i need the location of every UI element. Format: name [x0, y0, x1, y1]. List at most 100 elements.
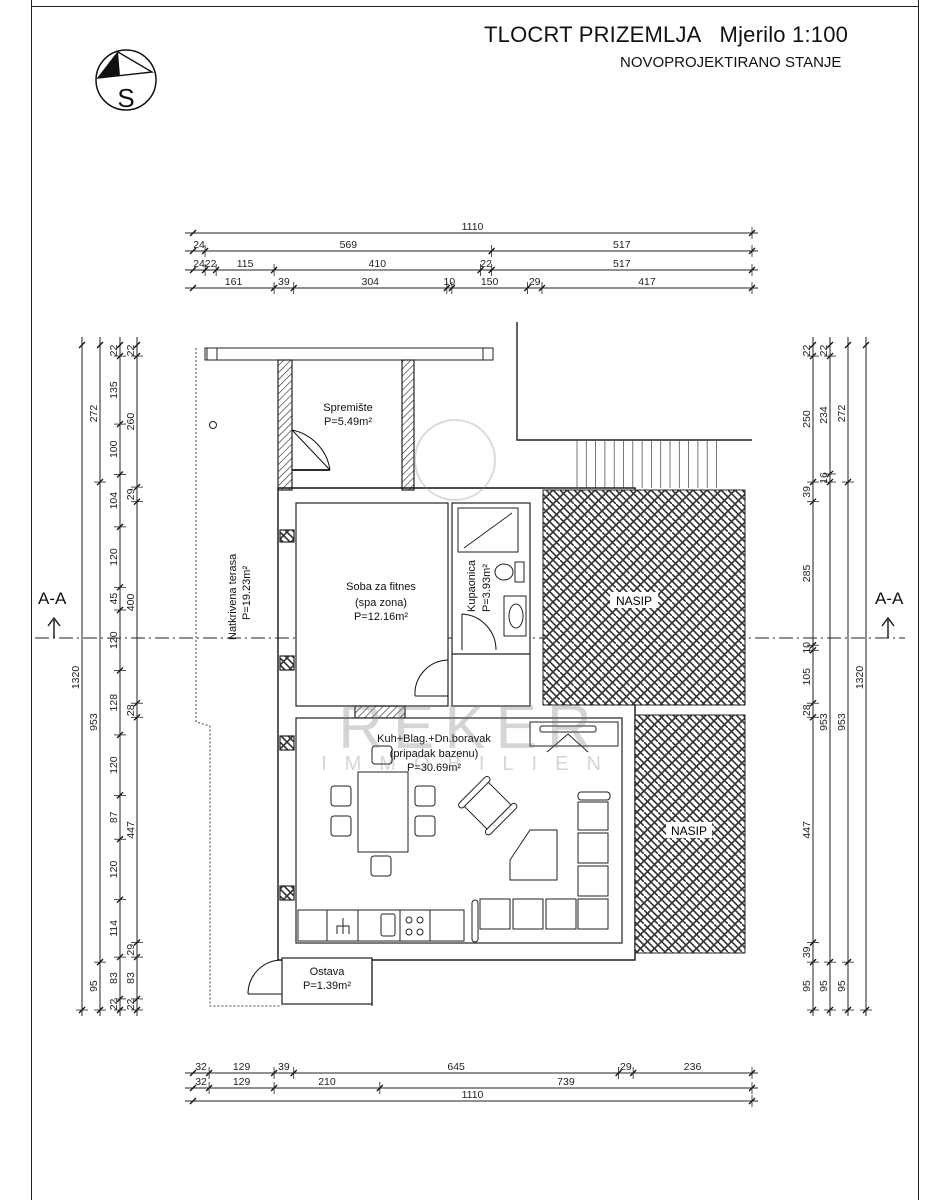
dimension-value: 739: [557, 1076, 575, 1088]
room-sub-living: (pripadak bazenu): [390, 748, 479, 760]
dimension-value: 39: [278, 276, 290, 288]
dimension-value: 120: [108, 756, 120, 774]
room-area-terrace: P=19.23m²: [241, 566, 253, 620]
covered-terrace: [195, 347, 494, 1007]
room-sub-fitness: (spa zona): [355, 597, 407, 609]
dimension-value: 120: [108, 631, 120, 649]
dimension-value: 447: [801, 821, 813, 839]
fill-label-1: NASIP: [616, 594, 652, 608]
dimension-value: 1320: [70, 666, 82, 690]
dimension-value: 1110: [462, 1089, 484, 1101]
dimension-value: 272: [836, 405, 848, 423]
room-name-storage: Spremište: [323, 402, 373, 414]
room-area-fitness: P=12.16m²: [354, 611, 408, 623]
dimension-value: 16: [818, 472, 830, 484]
dimension-value: 104: [108, 492, 120, 510]
living-furniture: [297, 721, 619, 943]
room-area-living: P=30.69m²: [407, 762, 461, 774]
dimension-value: 645: [447, 1061, 465, 1073]
dimension-value: 236: [684, 1061, 702, 1073]
room-area-bathroom: P=3.93m²: [481, 564, 493, 612]
dimension-value: 87: [108, 811, 120, 823]
drawing-title: TLOCRT PRIZEMLJA Mjerilo 1:100: [484, 22, 848, 48]
room-area-storage: P=5.49m²: [324, 416, 372, 428]
fill-label-2: NASIP: [671, 824, 707, 838]
dimension-tick: [116, 341, 124, 349]
dimension-value: 234: [818, 406, 830, 424]
dimension-value: 22: [108, 345, 120, 357]
room-name-terrace: Natkrivena terasa: [227, 553, 239, 640]
dimension-value: 1110: [462, 221, 484, 233]
title-text: TLOCRT PRIZEMLJA: [484, 22, 702, 47]
dimension-value: 22: [818, 345, 830, 357]
dimension-value: 39: [278, 1061, 290, 1073]
dimension-tick: [189, 1097, 197, 1105]
dimension-tick: [96, 341, 104, 349]
dimension-value: 95: [818, 980, 830, 992]
scale-text: Mjerilo 1:100: [719, 22, 849, 47]
dimension-value: 10: [443, 276, 455, 288]
dimension-tick: [78, 341, 86, 349]
dimension-value: 447: [125, 821, 137, 839]
dimension-value: 105: [801, 668, 813, 686]
dimension-value: 28: [125, 704, 137, 716]
sheet-border-right: [918, 0, 919, 1200]
dimension-value: 22: [801, 345, 813, 357]
dimension-tick: [189, 266, 197, 274]
dimension-value: 22: [125, 345, 137, 357]
dimension-value: 953: [88, 713, 100, 731]
dimension-value: 95: [88, 980, 100, 992]
room-name-bathroom: Kupaonica: [466, 559, 478, 612]
dimension-value: 45: [108, 593, 120, 605]
room-name-living: Kuh+Blag.+Dn.boravak: [377, 733, 491, 745]
dimension-value: 150: [481, 276, 499, 288]
dimension-value: 120: [108, 861, 120, 879]
dimension-value: 114: [108, 920, 120, 937]
dimension-tick: [189, 284, 197, 292]
sheet-border-left: [31, 0, 32, 1200]
dimension-value: 129: [233, 1061, 251, 1073]
dimension-tick: [862, 341, 870, 349]
dimension-value: 22: [480, 258, 492, 270]
dimension-value: 135: [108, 381, 120, 399]
dimension-value: 128: [108, 694, 120, 712]
dimension-value: 28: [801, 704, 813, 716]
dimension-tick: [189, 1084, 197, 1092]
stairs: [516, 322, 752, 488]
dimension-value: 517: [613, 239, 631, 251]
room-area-pantry: P=1.39m²: [303, 980, 351, 992]
dimension-value: 161: [225, 276, 243, 288]
dimension-value: 83: [125, 972, 137, 984]
dimension-value: 29: [620, 1061, 632, 1073]
dimension-value: 24: [193, 258, 205, 270]
dimension-value: 953: [836, 713, 848, 731]
dimension-value: 250: [801, 410, 813, 428]
dimension-value: 22: [205, 258, 217, 270]
dimension-value: 24: [193, 239, 205, 251]
dimension-tick: [189, 229, 197, 237]
north-label: S: [117, 83, 134, 113]
dimension-tick: [189, 247, 197, 255]
room-name-fitness: Soba za fitnes: [346, 581, 416, 593]
dimension-value: 29: [125, 944, 137, 956]
section-label-left: A-A: [38, 589, 67, 608]
fill-areas: NASIP NASIP: [542, 489, 746, 954]
dimension-value: 39: [801, 486, 813, 498]
dimension-value: 272: [88, 405, 100, 423]
dimension-value: 410: [369, 258, 387, 270]
dimension-value: 22: [108, 998, 120, 1010]
dimension-value: 129: [233, 1076, 251, 1088]
dimension-value: 39: [801, 946, 813, 958]
section-label-right: A-A: [875, 589, 904, 608]
dimension-value: 953: [818, 713, 830, 731]
dimension-value: 115: [237, 258, 254, 270]
drawing-subtitle: NOVOPROJEKTIRANO STANJE: [620, 54, 842, 71]
dimension-value: 210: [318, 1076, 336, 1088]
dimension-value: 120: [108, 548, 120, 566]
dimension-value: 285: [801, 565, 813, 583]
dimension-tick: [809, 341, 817, 349]
north-arrow-icon: S: [95, 49, 157, 113]
dimension-value: 100: [108, 440, 120, 458]
